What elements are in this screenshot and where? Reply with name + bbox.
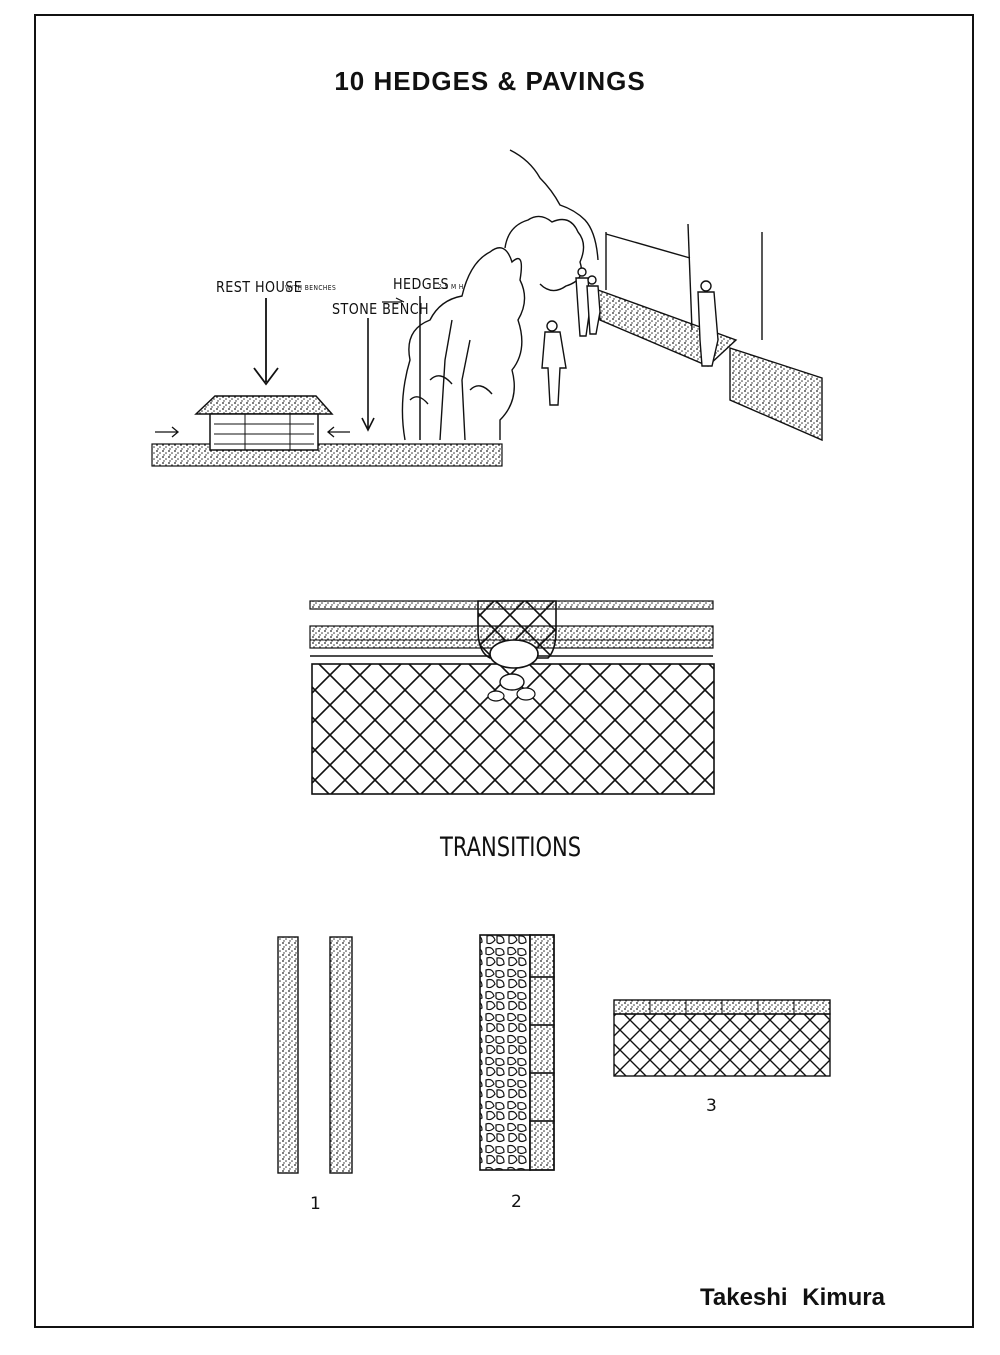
rest-house-arrow bbox=[253, 298, 279, 386]
label-rest-house-note: WITH BENCHES bbox=[285, 284, 337, 292]
hedge-trees bbox=[401, 149, 599, 441]
rest-house-drawing bbox=[194, 395, 334, 451]
page-title: 10 HEDGES & PAVINGS bbox=[334, 66, 646, 96]
pattern-number-2: 2 bbox=[511, 1192, 522, 1212]
people-figures bbox=[541, 267, 719, 406]
section-title-transitions: TRANSITIONS bbox=[440, 832, 582, 863]
pattern-3-slabs-over-diamond bbox=[613, 999, 831, 1077]
label-hedges: HEDGES bbox=[393, 275, 450, 293]
pattern-1-gravel-strips bbox=[277, 936, 353, 1174]
pattern-2-cobble-with-slabs bbox=[479, 934, 555, 1171]
pattern-number-3: 3 bbox=[706, 1096, 717, 1116]
page-border bbox=[34, 14, 974, 1328]
paving-transition-plan bbox=[309, 600, 715, 795]
author-credit: Takeshi Kimura bbox=[700, 1284, 885, 1311]
pattern-number-1: 1 bbox=[310, 1194, 321, 1214]
label-rest-house: REST HOUSE bbox=[216, 278, 303, 296]
stone-bench-arrow bbox=[361, 318, 375, 432]
label-stone-bench: STONE BENCH bbox=[332, 300, 430, 318]
label-hedges-note: 2.5 M H bbox=[438, 283, 464, 291]
hedges-perspective-sketch bbox=[151, 149, 823, 467]
